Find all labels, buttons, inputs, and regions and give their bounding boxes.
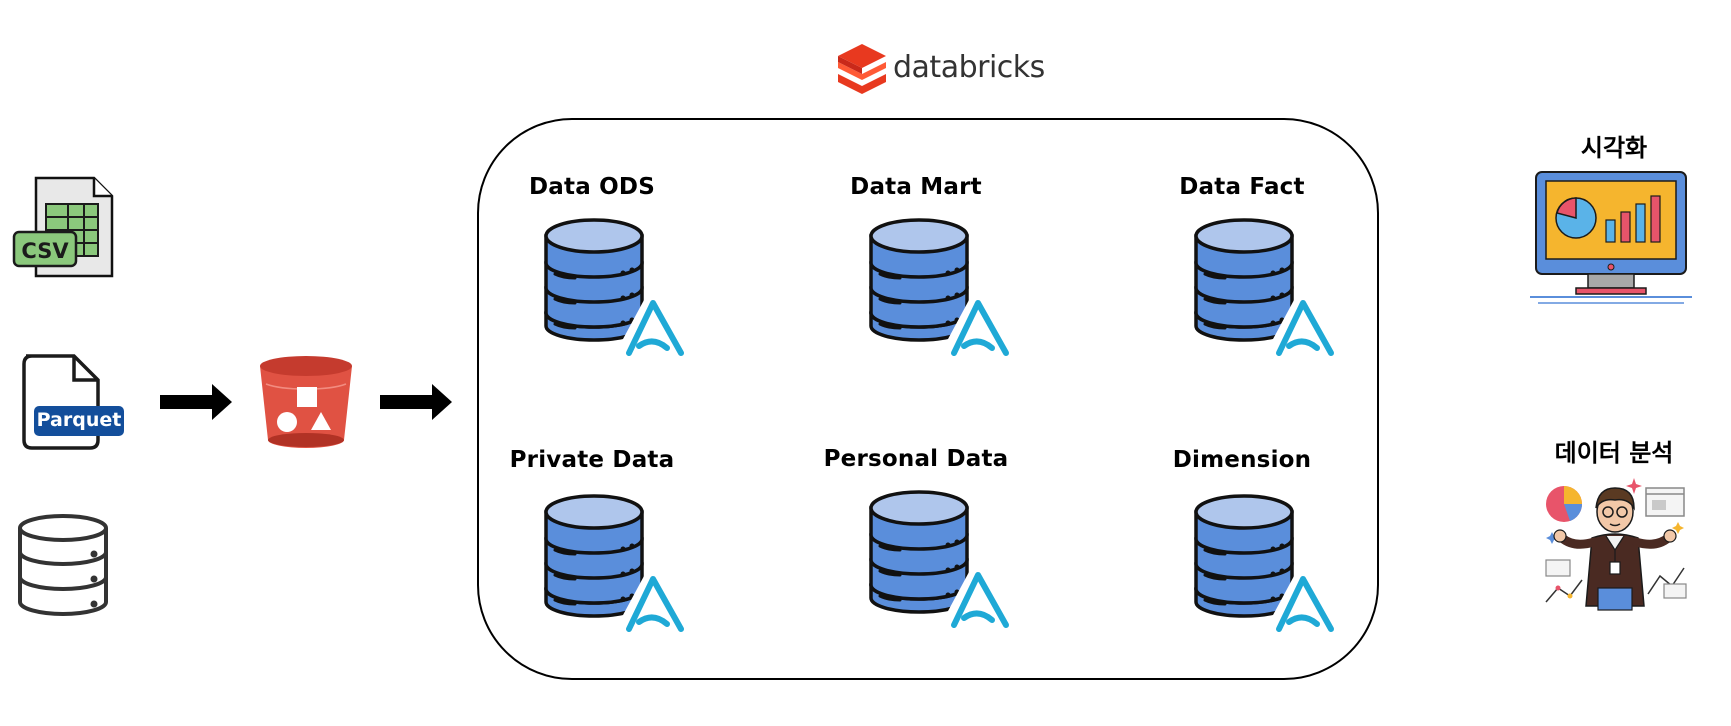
arrow-right-icon: [160, 382, 234, 427]
table-label-data-mart: Data Mart: [850, 174, 982, 200]
databricks-logo-icon: [836, 42, 888, 101]
parquet-label: Parquet: [36, 409, 122, 431]
visualization-label: 시각화: [1580, 134, 1648, 162]
delta-table-icon: [1191, 484, 1341, 639]
table-label-private-data: Private Data: [509, 447, 675, 473]
data-analysis-label: 데이터 분석: [1554, 439, 1674, 467]
delta-table-icon: [1191, 208, 1341, 363]
csv-label: CSV: [21, 239, 69, 263]
table-label-data-ods: Data ODS: [529, 174, 655, 200]
dashboard-monitor-icon: [1528, 170, 1692, 313]
databricks-brand-name: databricks: [893, 50, 1045, 85]
table-label-personal-data: Personal Data: [823, 446, 1009, 472]
delta-table-icon: [541, 484, 691, 639]
database-icon: [16, 514, 110, 618]
lakehouse-container: [477, 118, 1379, 680]
data-analyst-icon: [1540, 476, 1690, 617]
delta-table-icon: [541, 208, 691, 363]
delta-table-icon: [866, 208, 1016, 363]
arrow-right-icon: [380, 382, 454, 427]
table-label-data-fact: Data Fact: [1179, 174, 1305, 200]
s3-bucket-icon: [258, 354, 354, 450]
delta-table-icon: [866, 480, 1016, 635]
csv-file-icon: CSV: [12, 176, 116, 284]
table-label-dimension: Dimension: [1172, 447, 1312, 473]
parquet-file-icon: Parquet: [20, 352, 126, 452]
